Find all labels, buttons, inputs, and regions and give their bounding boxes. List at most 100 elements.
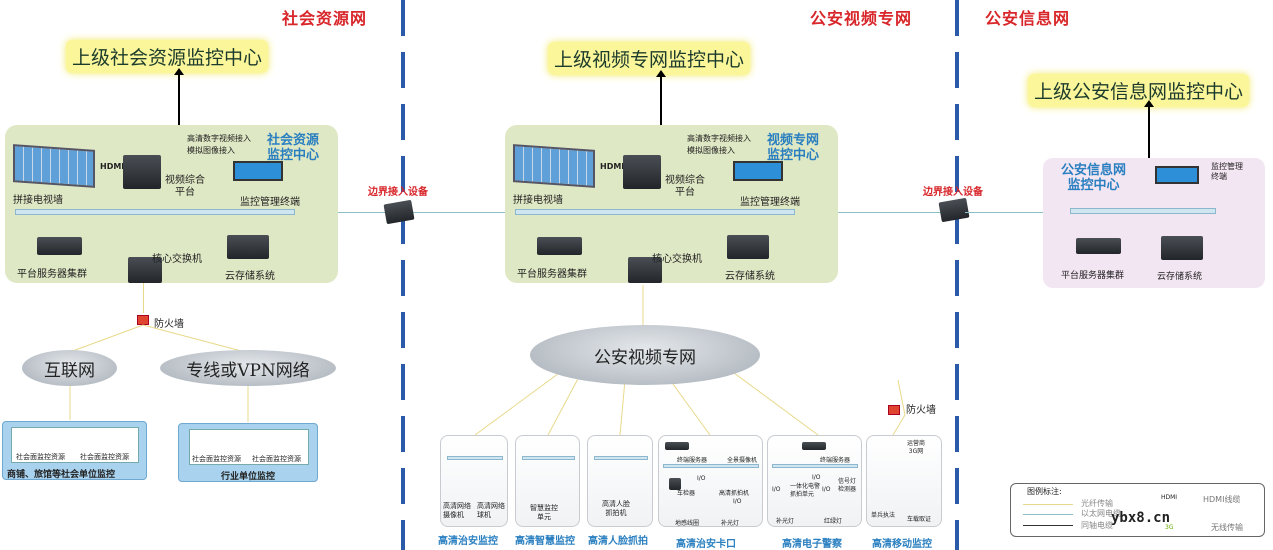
platform-label: 视频综合 平台 <box>665 175 705 198</box>
legend-coax: 同轴电缆 <box>1081 521 1113 530</box>
firewall-label: 防火墙 <box>906 405 936 416</box>
watermark: ybx8.cn <box>1111 510 1171 526</box>
device-label: I/O <box>697 475 706 482</box>
zone-divider <box>955 0 959 550</box>
terminal-label: 监控管理终端 <box>740 197 800 208</box>
storage-label: 云存储系统 <box>225 271 275 282</box>
vpn-cloud: 专线或VPN网络 <box>160 350 336 386</box>
hdmi-label: HDMI <box>600 162 625 171</box>
subsystem-label: 高清治安卡口 <box>676 539 736 550</box>
section-title-social: 社会资源网 <box>282 9 368 28</box>
arrow-up-icon <box>1144 100 1154 160</box>
network-bus <box>15 209 295 215</box>
tv-wall-label: 拼接电视墙 <box>13 195 63 206</box>
core-switch-icon <box>128 257 162 283</box>
info-monitor-center: 公安信息网 监控中心 监控管理 终端 平台服务器集群 云存储系统 <box>1043 158 1265 288</box>
storage-icon <box>1161 236 1203 260</box>
border-device-icon <box>938 197 970 223</box>
servers-label: 平台服务器集群 <box>17 269 87 280</box>
monitor-icon <box>233 161 283 181</box>
center-title: 视频专网 监控中心 <box>767 133 820 163</box>
device-label: 全景摄像机 <box>727 457 758 464</box>
video-platform-icon <box>123 155 161 189</box>
hdmi-label: HDMI <box>100 162 125 171</box>
device-label: I/O <box>812 474 821 481</box>
section-title-video: 公安视频专网 <box>810 9 913 28</box>
legend: 图例标注: 光纤传输 以太网电缆 同轴电缆 HDMI HDMI线缆 3G 无线传… <box>1010 483 1265 537</box>
server-icon <box>37 237 82 255</box>
center-title: 公安信息网 监控中心 <box>1061 163 1127 193</box>
link-line <box>143 283 144 313</box>
resource-label: 社会面监控资源 <box>192 455 241 463</box>
device-label: 高清抓拍机 <box>719 490 750 497</box>
server-icon <box>665 442 689 450</box>
network-bus <box>522 456 575 460</box>
arrow-up-icon <box>656 70 666 126</box>
link-line <box>965 212 1073 213</box>
device-label: 红绿灯 <box>824 518 843 525</box>
upper-social-center: 上级社会资源监控中心 <box>66 40 269 73</box>
firewall-icon <box>888 405 900 415</box>
device-label: 终端服务器 <box>820 457 851 464</box>
border-device-label: 边界接入设备 <box>368 187 428 198</box>
legend-wireless: 无线传输 <box>1211 523 1243 532</box>
legend-hdmi: HDMI线缆 <box>1203 495 1241 504</box>
core-switch-label: 核心交换机 <box>652 254 702 265</box>
subsystem-label: 高清移动监控 <box>872 539 932 550</box>
legend-title: 图例标注: <box>1027 487 1062 496</box>
storage-icon <box>227 235 269 259</box>
network-bus <box>447 456 503 460</box>
device-label: 单兵执法 <box>871 512 896 519</box>
fiber-line-icon <box>1023 504 1073 505</box>
ethernet-line-icon <box>1023 514 1073 515</box>
group-label: 商铺、旅馆等社会单位监控 <box>7 470 116 480</box>
internet-cloud: 互联网 <box>22 350 117 386</box>
server-icon <box>1076 238 1121 254</box>
social-group: 社会面监控资源 社会面监控资源 行业单位监控 <box>178 423 318 482</box>
storage-label: 云存储系统 <box>725 271 775 282</box>
analog-input-label: 模拟图像接入 <box>187 146 235 155</box>
upper-info-center: 上级公安信息网监控中心 <box>1028 74 1250 107</box>
terminal-label: 监控管理 终端 <box>1211 162 1243 181</box>
subsystem-mobile: 运营商 3G网 单兵执法 车载取证 <box>866 435 942 527</box>
legend-fiber: 光纤传输 <box>1081 499 1113 508</box>
subsystem-label: 高清电子警察 <box>782 539 842 550</box>
device-label: 补光灯 <box>776 518 795 525</box>
center-title: 社会资源 监控中心 <box>267 133 320 163</box>
server-icon <box>537 237 582 255</box>
device-label: 地感线圈 <box>675 520 700 527</box>
resource-label: 社会面监控资源 <box>252 455 301 463</box>
legend-hdmi-tag: HDMI <box>1161 494 1178 501</box>
monitor-icon <box>733 161 783 181</box>
resource-label: 社会面监控资源 <box>16 453 65 461</box>
arrow-up-icon <box>174 68 184 126</box>
monitor-icon <box>1155 166 1199 184</box>
hd-input-label: 高清数字视频接入 <box>687 134 751 143</box>
hd-input-label: 高清数字视频接入 <box>187 134 251 143</box>
video-net-cloud: 公安视频专网 <box>530 325 760 385</box>
device-label: 补光灯 <box>721 520 740 527</box>
core-switch-icon <box>628 257 662 283</box>
coax-line-icon <box>1023 525 1073 526</box>
legend-ethernet: 以太网电缆 <box>1081 509 1121 518</box>
device-label: 智慧监控 单元 <box>530 504 558 521</box>
device-label: I/O <box>822 486 831 493</box>
subsystem-smart: 智慧监控 单元 <box>515 435 580 527</box>
device-label: 终端服务器 <box>677 457 708 464</box>
social-monitor-center: 社会资源 监控中心 拼接电视墙 HDMI 视频综合 平台 高清数字视频接入 模拟… <box>5 125 338 283</box>
subsystem-checkpoint: 终端服务器 全景摄像机 I/O 车检器 高清抓拍机 I/O 地感线圈 补光灯 <box>658 435 763 527</box>
tv-wall-label: 拼接电视墙 <box>513 195 563 206</box>
resource-panel: 社会面监控资源 社会面监控资源 <box>189 429 309 465</box>
resource-label: 社会面监控资源 <box>80 453 129 461</box>
group-label: 行业单位监控 <box>221 472 276 482</box>
link-line <box>788 212 1072 213</box>
resource-panel: 社会面监控资源 社会面监控资源 <box>11 427 139 463</box>
device-label: 一体化电警 抓拍单元 <box>790 483 821 498</box>
core-switch-label: 核心交换机 <box>152 254 202 265</box>
social-group: 社会面监控资源 社会面监控资源 商铺、旅馆等社会单位监控 <box>2 421 147 480</box>
terminal-label: 监控管理终端 <box>240 197 300 208</box>
section-title-info: 公安信息网 <box>985 9 1071 28</box>
video-platform-icon <box>623 155 661 189</box>
connection-lines <box>474 285 906 440</box>
network-bus <box>594 456 648 460</box>
